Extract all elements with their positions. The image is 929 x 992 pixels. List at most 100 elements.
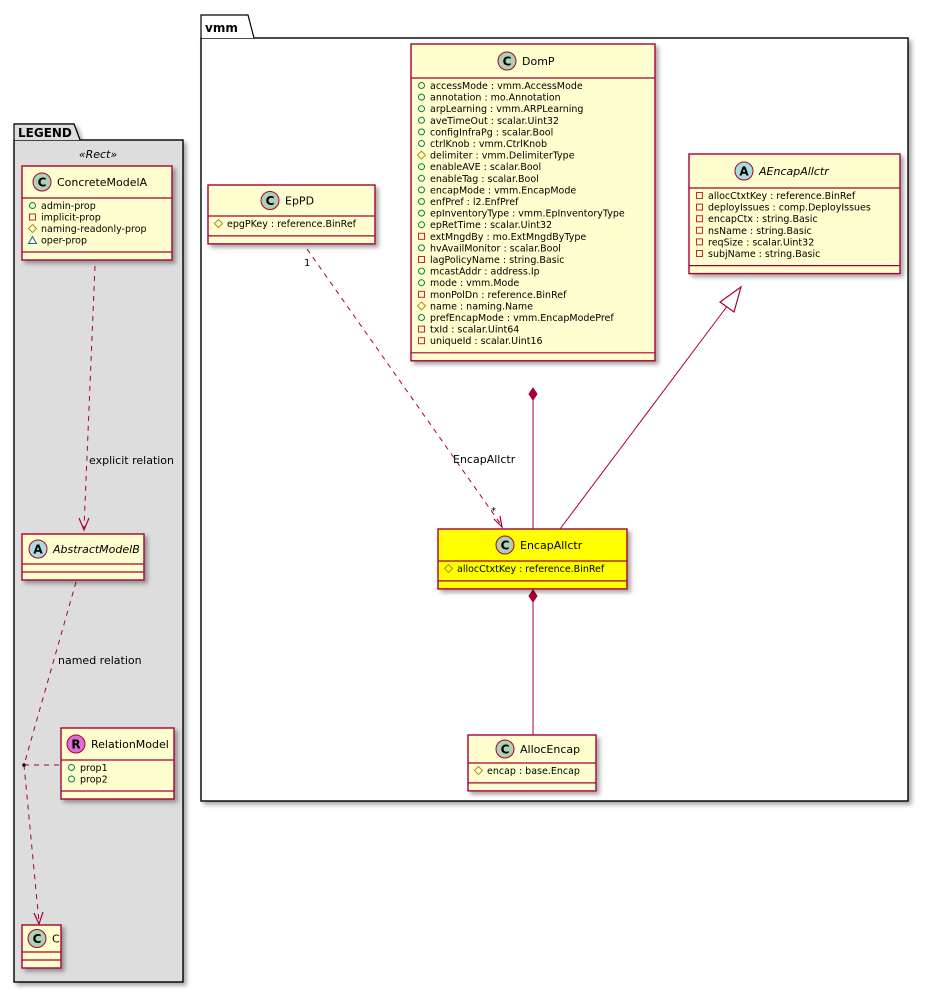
implicit-prop-icon (418, 256, 425, 263)
edge-generalization (559, 304, 729, 530)
admin-prop-icon (29, 202, 36, 209)
attribute-row: enableAVE : scalar.Bool (418, 162, 541, 173)
admin-prop-icon (418, 140, 425, 147)
attribute-row: prop2 (68, 775, 108, 786)
attribute-text: epInventoryType : vmm.EpInventoryType (430, 209, 625, 220)
oper-prop-icon (27, 235, 38, 244)
class-name: DomP (522, 55, 555, 68)
admin-prop-icon (418, 93, 425, 101)
class-name: AllocEncap (520, 743, 580, 756)
attribute-row: deployIssues : comp.DeployIssues (696, 203, 871, 214)
attribute-row: name : naming.Name (416, 301, 533, 312)
attribute-row: nsName : string.Basic (696, 226, 812, 237)
admin-prop-icon (418, 267, 425, 275)
class-kind-letter: C (501, 539, 510, 553)
attribute-text: reqSize : scalar.Uint32 (708, 237, 814, 248)
implicit-prop-icon (418, 325, 425, 333)
admin-prop-icon (418, 163, 425, 171)
attribute-text: annotation : mo.Annotation (430, 93, 561, 104)
arrowhead-explicit (78, 517, 90, 532)
edge-eppd-encapallctr (306, 248, 503, 527)
class-kind-C-icon (27, 929, 47, 948)
class-name: C (52, 933, 60, 946)
attribute-row: reqSize : scalar.Uint32 (696, 237, 814, 248)
attribute-text: name : naming.Name (430, 301, 533, 312)
naming-prop-icon (27, 223, 38, 234)
class-kind-letter: C (503, 55, 512, 69)
admin-prop-icon (418, 128, 425, 136)
attribute-text: enfPref : l2.EnfPref (430, 197, 519, 208)
attribute-row: extMngdBy : mo.ExtMngdByType (418, 232, 586, 243)
arrowhead-eppd-encap (493, 515, 503, 529)
attribute-text: epRetTime : scalar.Uint32 (430, 220, 552, 231)
multiplicity-source: 1 (304, 258, 310, 269)
attribute-text: subjName : string.Basic (708, 249, 820, 260)
attribute-row: accessMode : vmm.AccessMode (418, 81, 583, 92)
attribute-text: txId : scalar.Uint64 (430, 325, 519, 336)
class-name: AbstractModelB (52, 543, 140, 556)
naming-prop-icon (443, 563, 454, 574)
attribute-row: prop1 (68, 763, 108, 774)
attribute-text: ctrlKnob : vmm.CtrlKnob (430, 139, 547, 150)
attribute-text: accessMode : vmm.AccessMode (430, 81, 583, 92)
attribute-row: monPolDn : reference.BinRef (418, 290, 567, 301)
class-kind-C-icon (495, 535, 515, 555)
admin-prop-icon (418, 198, 425, 205)
attribute-text: aveTimeOut : scalar.Uint32 (430, 116, 559, 127)
admin-prop-icon (68, 775, 75, 783)
attribute-text: prop2 (80, 775, 108, 786)
legend-stereotype: «Rect» (79, 148, 118, 161)
attribute-row: epRetTime : scalar.Uint32 (418, 220, 552, 231)
implicit-prop-icon (696, 250, 703, 257)
implicit-prop-icon (418, 337, 425, 345)
attribute-row: annotation : mo.Annotation (418, 93, 561, 104)
attribute-text: implicit-prop (41, 213, 101, 224)
attribute-text: oper-prop (41, 236, 87, 247)
attribute-text: epgPKey : reference.BinRef (227, 219, 357, 230)
generalization-triangle (718, 285, 743, 313)
attribute-text: mode : vmm.Mode (430, 278, 519, 289)
class-name: EncapAllctr (520, 539, 583, 552)
attribute-text: nsName : string.Basic (708, 226, 812, 237)
attribute-text: extMngdBy : mo.ExtMngdByType (430, 232, 586, 243)
class-kind-C-icon (260, 191, 280, 210)
attribute-text: admin-prop (41, 201, 96, 212)
naming-prop-icon (473, 765, 484, 776)
attribute-text: delimiter : vmm.DelimiterType (430, 151, 575, 162)
class-kind-letter: C (501, 743, 510, 757)
class-DomP[interactable]: C DomP accessMode : vmm.AccessModeannotati… (410, 43, 656, 362)
attribute-text: enableTag : scalar.Bool (430, 174, 539, 185)
attribute-row: hvAvailMonitor : scalar.Bool (418, 243, 561, 254)
edge-label-explicit: explicit relation (89, 454, 174, 467)
class-box (410, 43, 656, 362)
implicit-prop-icon (418, 232, 425, 240)
admin-prop-icon (418, 244, 425, 252)
admin-prop-icon (418, 314, 425, 321)
attribute-text: naming-readonly-prop (41, 224, 147, 235)
admin-prop-icon (418, 105, 425, 113)
attribute-row: encap : base.Encap (473, 765, 580, 777)
attribute-row: encapCtx : string.Basic (696, 214, 818, 225)
class-name: ConcreteModelA (57, 176, 148, 189)
class-AllocEncap[interactable]: C AllocEncap encap : base.Encap (467, 734, 597, 792)
attribute-text: configInfraPg : scalar.Bool (430, 127, 553, 138)
class-kind-A-icon (28, 539, 48, 559)
class-kind-A-icon (734, 161, 754, 181)
attribute-text: enableAVE : scalar.Bool (430, 162, 541, 173)
admin-prop-icon (418, 186, 425, 194)
attribute-row: ctrlKnob : vmm.CtrlKnob (418, 139, 547, 150)
class-kind-letter: C (33, 932, 42, 946)
attribute-row: prefEncapMode : vmm.EncapModePref (418, 313, 614, 324)
attribute-row: oper-prop (27, 235, 87, 247)
multiplicity-target: * (491, 506, 496, 517)
class-box (437, 528, 628, 590)
